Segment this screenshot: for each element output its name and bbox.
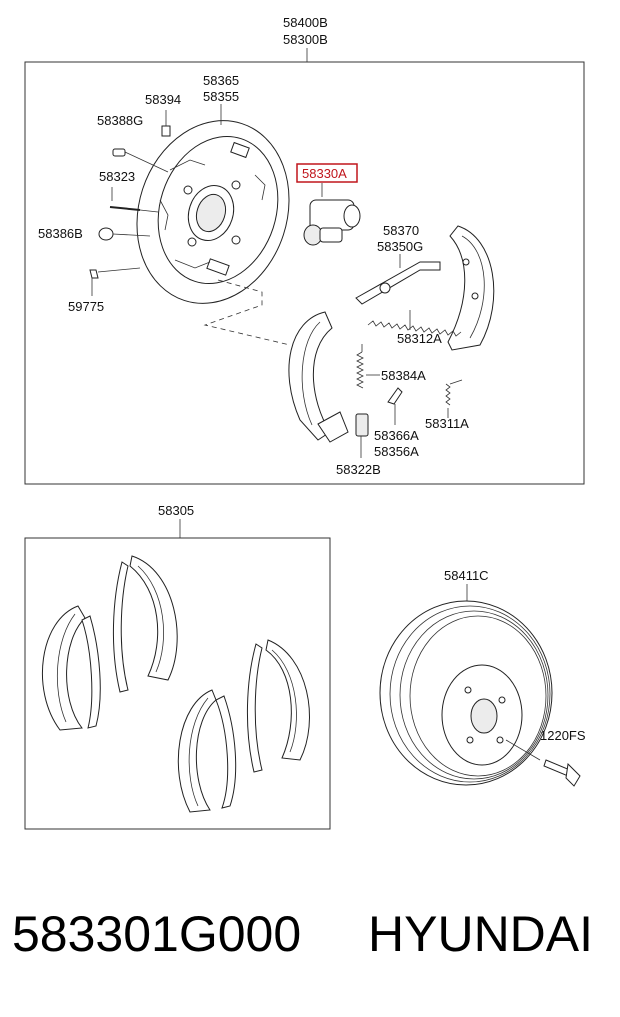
label-58411C: 58411C xyxy=(444,568,489,583)
bolt-58394 xyxy=(161,110,171,137)
adjuster-58370 xyxy=(355,261,441,305)
brake-drum-58411C xyxy=(379,600,553,786)
label-58305: 58305 xyxy=(158,503,194,518)
backing-plate xyxy=(136,120,290,304)
assembly-frame-top xyxy=(24,61,585,485)
label-58355: 58355 xyxy=(203,89,239,104)
clip-58366A xyxy=(387,387,403,405)
pin-58388G xyxy=(112,148,169,173)
brake-shoe-right-upper xyxy=(447,225,495,351)
label-58366A: 58366A xyxy=(374,428,419,443)
spring-58311A xyxy=(445,379,463,406)
label-58394: 58394 xyxy=(145,92,181,107)
label-58323: 58323 xyxy=(99,169,135,184)
brake-shoe-set xyxy=(41,555,310,813)
label-58400B: 58400B xyxy=(283,15,328,30)
label-58388G: 58388G xyxy=(97,113,143,128)
label-58365: 58365 xyxy=(203,73,239,88)
label-58312A: 58312A xyxy=(397,331,442,346)
wheel-cylinder-58330A xyxy=(303,199,361,246)
spring-58384A xyxy=(356,351,364,389)
brake-shoe-left-lower xyxy=(288,311,349,443)
part-number: 583301G000 xyxy=(12,906,302,962)
pad-58322B xyxy=(355,413,369,437)
spring-58312A xyxy=(367,320,462,337)
cup-58386B xyxy=(98,227,151,241)
label-1220FS: 1220FS xyxy=(540,728,586,743)
shoe-set-frame xyxy=(24,537,331,830)
highlight-box-58330A xyxy=(296,163,358,183)
label-58370: 58370 xyxy=(383,223,419,238)
label-58386B: 58386B xyxy=(38,226,83,241)
label-58300B: 58300B xyxy=(283,32,328,47)
label-58322B: 58322B xyxy=(336,462,381,477)
pin-58323 xyxy=(109,187,159,213)
label-58330A: 58330A xyxy=(302,166,347,181)
label-58350G: 58350G xyxy=(377,239,423,254)
screw-1220FS xyxy=(543,759,581,787)
clip-59775 xyxy=(89,267,141,279)
brand-name: HYUNDAI xyxy=(368,906,594,962)
label-58384A: 58384A xyxy=(381,368,426,383)
label-59775: 59775 xyxy=(68,299,104,314)
label-58356A: 58356A xyxy=(374,444,419,459)
label-58311A: 58311A xyxy=(425,416,469,431)
